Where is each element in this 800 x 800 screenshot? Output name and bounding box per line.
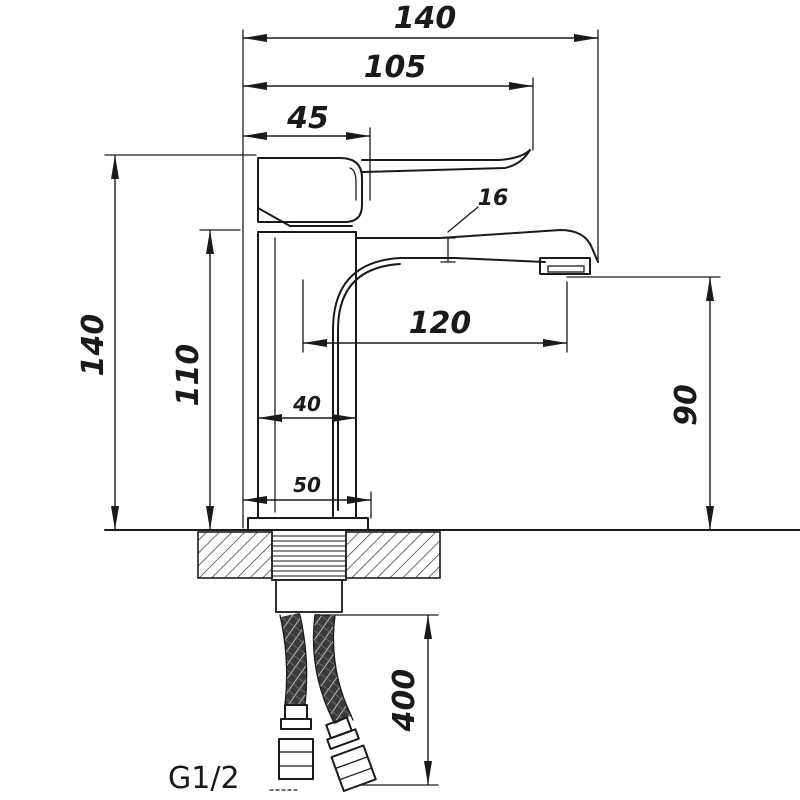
dim-label-base-width: 50 bbox=[293, 473, 321, 497]
spout bbox=[332, 229, 599, 519]
thread-callout: G1/2 bbox=[168, 761, 299, 796]
dim-label-lever-offset: 45 bbox=[286, 101, 329, 136]
dim-overall-width: 140 bbox=[242, 1, 599, 529]
supply-hoses bbox=[278, 612, 377, 792]
dim-lever-offset: 45 bbox=[243, 101, 371, 201]
lever-handle bbox=[257, 149, 531, 227]
dim-label-spout-thickness: 16 bbox=[478, 186, 509, 211]
dim-label-body-width: 40 bbox=[292, 392, 321, 416]
dim-body-height: 110 bbox=[171, 229, 241, 530]
threaded-shank bbox=[271, 529, 347, 613]
dim-overall-height: 140 bbox=[76, 154, 257, 530]
dim-label-outlet-height: 90 bbox=[669, 384, 704, 426]
countertop bbox=[104, 529, 800, 579]
dim-label-hose-length: 400 bbox=[387, 669, 422, 733]
dim-label-body-height: 110 bbox=[171, 344, 206, 407]
dim-body-width: 40 bbox=[258, 392, 356, 422]
dim-label-outlet-reach: 120 bbox=[409, 306, 472, 341]
dim-label-overall-height: 140 bbox=[76, 314, 111, 377]
dim-outlet-reach: 120 bbox=[302, 279, 568, 353]
dim-label-overall-width: 140 bbox=[394, 1, 457, 36]
dim-spout-reach: 105 bbox=[243, 50, 534, 151]
dim-label-spout-reach: 105 bbox=[364, 50, 427, 85]
thread-label: G1/2 bbox=[168, 761, 240, 796]
dim-base-width: 50 bbox=[243, 473, 372, 519]
dim-spout-thickness: 16 bbox=[440, 186, 509, 263]
dim-outlet-height: 90 bbox=[566, 276, 721, 530]
dim-hose-length: 400 bbox=[317, 614, 439, 786]
